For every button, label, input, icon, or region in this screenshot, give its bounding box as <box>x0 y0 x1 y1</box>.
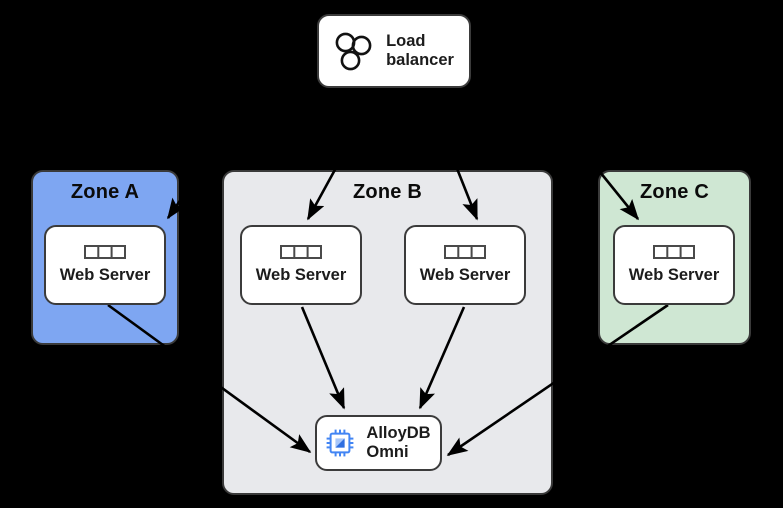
zone-c-web-server-node[interactable]: Web Server <box>613 225 735 305</box>
alloydb-omni-label: AlloyDB Omni <box>366 424 431 461</box>
zone-c-web-server-label: Web Server <box>628 266 720 285</box>
zone-b-web-server-1-label: Web Server <box>255 266 347 285</box>
zone-b-web-server-2-node[interactable]: Web Server <box>404 225 526 305</box>
server-rack-icon <box>653 245 695 260</box>
zone-b-web-server-1-node[interactable]: Web Server <box>240 225 362 305</box>
zone-a-label: Zone A <box>70 181 140 203</box>
zone-c-label: Zone C <box>640 181 709 203</box>
alloydb-omni-node[interactable]: AlloyDB Omni <box>315 415 442 471</box>
zone-a-web-server-node[interactable]: Web Server <box>44 225 166 305</box>
server-rack-icon <box>280 245 322 260</box>
load-balancer-circles-icon <box>334 31 374 71</box>
server-rack-icon <box>444 245 486 260</box>
load-balancer-label: Load balancer <box>386 32 454 69</box>
load-balancer-node[interactable]: Load balancer <box>317 14 471 88</box>
zone-b-label: Zone B <box>353 181 422 203</box>
zone-a-web-server-label: Web Server <box>59 266 151 285</box>
zone-b-web-server-2-label: Web Server <box>419 266 511 285</box>
cpu-chip-icon <box>326 429 354 457</box>
server-rack-icon <box>84 245 126 260</box>
